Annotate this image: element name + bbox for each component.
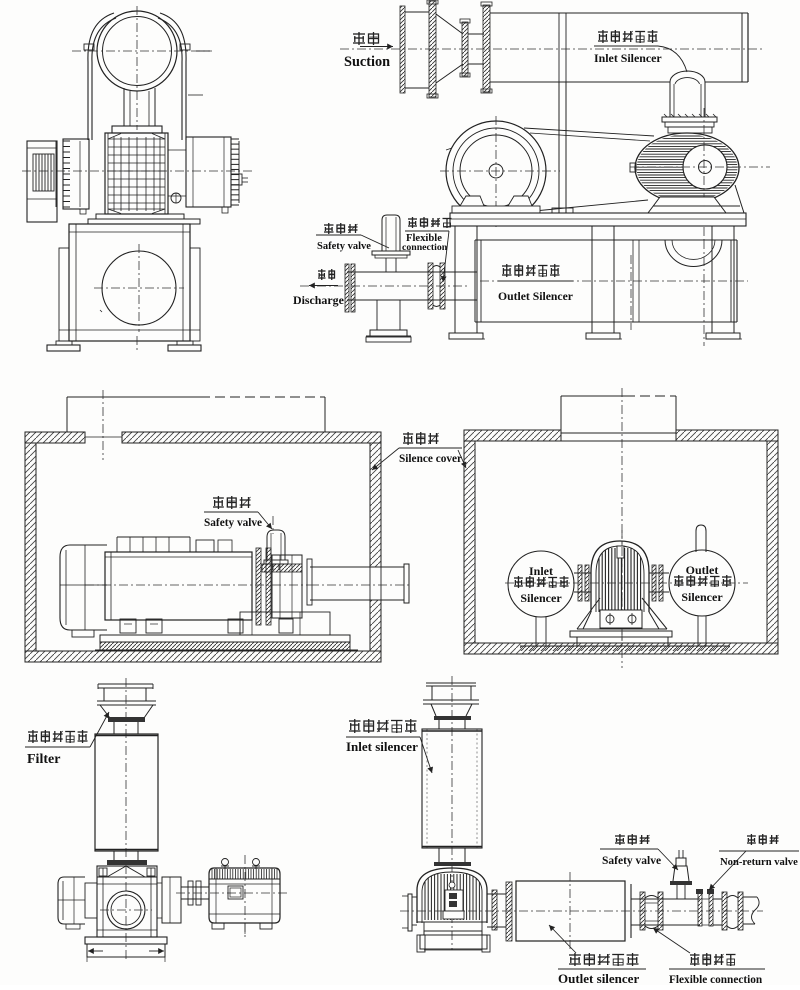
svg-text:Silencer: Silencer — [681, 590, 723, 604]
svg-text:Flexible: Flexible — [406, 233, 442, 244]
svg-text:Safety valve: Safety valve — [602, 855, 661, 867]
svg-text:Suction: Suction — [344, 54, 390, 70]
svg-text:Silence cover: Silence cover — [399, 453, 462, 465]
svg-text:connection: connection — [402, 242, 448, 253]
svg-text:Inlet: Inlet — [529, 564, 553, 578]
svg-text:Outlet: Outlet — [686, 563, 719, 577]
svg-text:Silencer: Silencer — [520, 591, 562, 605]
svg-text:Filter: Filter — [27, 752, 60, 767]
svg-text:Inlet silencer: Inlet silencer — [346, 739, 418, 754]
svg-text:Non-return valve: Non-return valve — [720, 857, 798, 868]
svg-text:Discharge: Discharge — [293, 293, 344, 307]
svg-text:Safety valve: Safety valve — [317, 241, 371, 252]
svg-text:Outlet Silencer: Outlet Silencer — [498, 290, 573, 303]
svg-text:Safety valve: Safety valve — [204, 517, 262, 529]
svg-text:Flexible connection: Flexible connection — [669, 974, 763, 985]
svg-text:Inlet Silencer: Inlet Silencer — [594, 51, 662, 65]
svg-text:Outlet silencer: Outlet silencer — [558, 971, 639, 985]
